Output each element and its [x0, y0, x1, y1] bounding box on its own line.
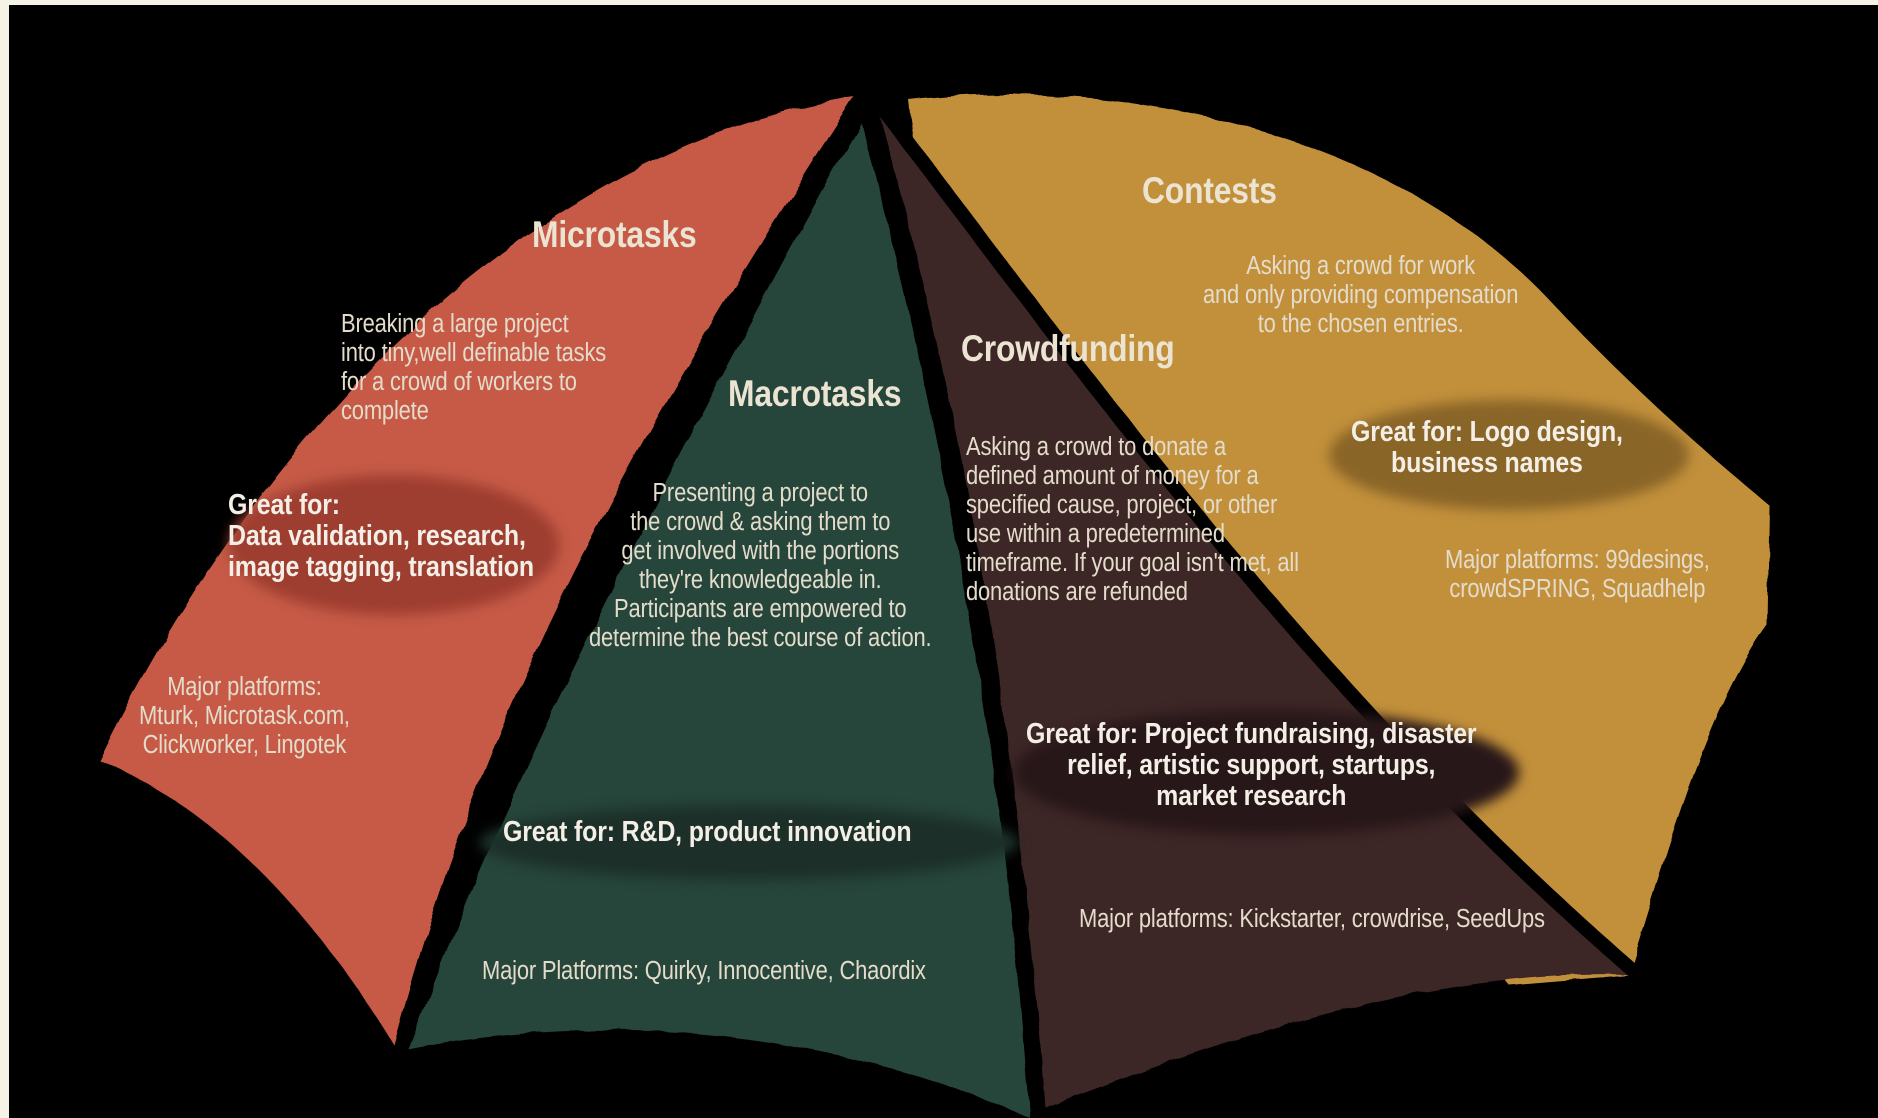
microtasks-great-for: Great for: Data validation, research, im…	[228, 489, 534, 583]
contests-title: Contests	[1142, 170, 1277, 211]
crowdfunding-great-for: Great for: Project fundraising, disaster…	[1026, 718, 1477, 812]
microtasks-platforms: Major platforms: Mturk, Microtask.com, C…	[139, 673, 350, 759]
microtasks-title: Microtasks	[532, 214, 697, 255]
contests-platforms: Major platforms: 99desings, crowdSPRING,…	[1445, 546, 1710, 603]
macrotasks-description: Presenting a project to the crowd & aski…	[589, 479, 932, 652]
contests-great-for: Great for: Logo design, business names	[1351, 416, 1623, 479]
crowdfunding-title: Crowdfunding	[961, 328, 1175, 369]
crowdfunding-great-smear	[1014, 710, 1519, 835]
macrotasks-great-smear	[479, 805, 1019, 880]
microtasks-great-smear	[229, 475, 559, 615]
macrotasks-title: Macrotasks	[728, 373, 902, 414]
contests-description: Asking a crowd for work and only providi…	[1203, 252, 1519, 338]
microtasks-description: Breaking a large project into tiny,well …	[341, 310, 607, 425]
macrotasks-great-for: Great for: R&D, product innovation	[503, 816, 912, 848]
crowdfunding-platforms: Major platforms: Kickstarter, crowdrise,…	[1079, 905, 1545, 933]
umbrella-diagram: Microtasks Breaking a large project into…	[9, 5, 1878, 1118]
contests-great-smear	[1329, 400, 1689, 510]
contests-panel	[909, 94, 1769, 986]
crowdfunding-description: Asking a crowd to donate a defined amoun…	[966, 433, 1299, 606]
macrotasks-platforms: Major Platforms: Quirky, Innocentive, Ch…	[482, 957, 926, 985]
